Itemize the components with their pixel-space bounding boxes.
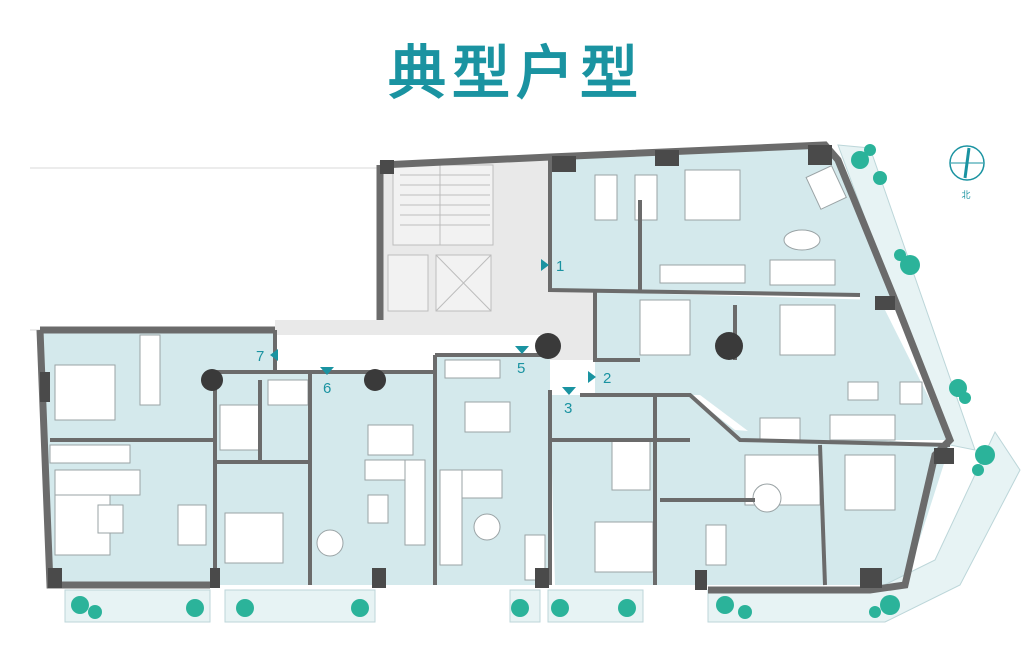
unit-label-3: 3 — [564, 400, 572, 417]
walls — [36, 141, 955, 594]
unit-marker-5: 5 — [515, 346, 529, 377]
page-title: 典型户型 — [387, 39, 644, 107]
compass-icon — [949, 145, 985, 181]
compass-label: 北 — [961, 190, 970, 201]
building-core — [275, 157, 595, 360]
unit-label-5: 5 — [517, 360, 525, 377]
unit-marker-6: 6 — [320, 367, 334, 397]
unit-marker-3: 3 — [562, 387, 576, 417]
unit-marker-1: 1 — [541, 258, 564, 275]
unit-label-6: 6 — [323, 380, 331, 397]
unit-marker-7: 7 — [256, 348, 278, 365]
plants — [71, 144, 995, 619]
columns — [201, 332, 743, 391]
furniture — [49, 165, 923, 581]
unit-label-1: 1 — [556, 258, 564, 275]
unit-label-7: 7 — [256, 348, 264, 365]
balconies — [64, 144, 1021, 623]
unit-marker-2: 2 — [588, 370, 611, 387]
wall-piers — [40, 145, 954, 590]
unit-label-2: 2 — [603, 370, 611, 387]
